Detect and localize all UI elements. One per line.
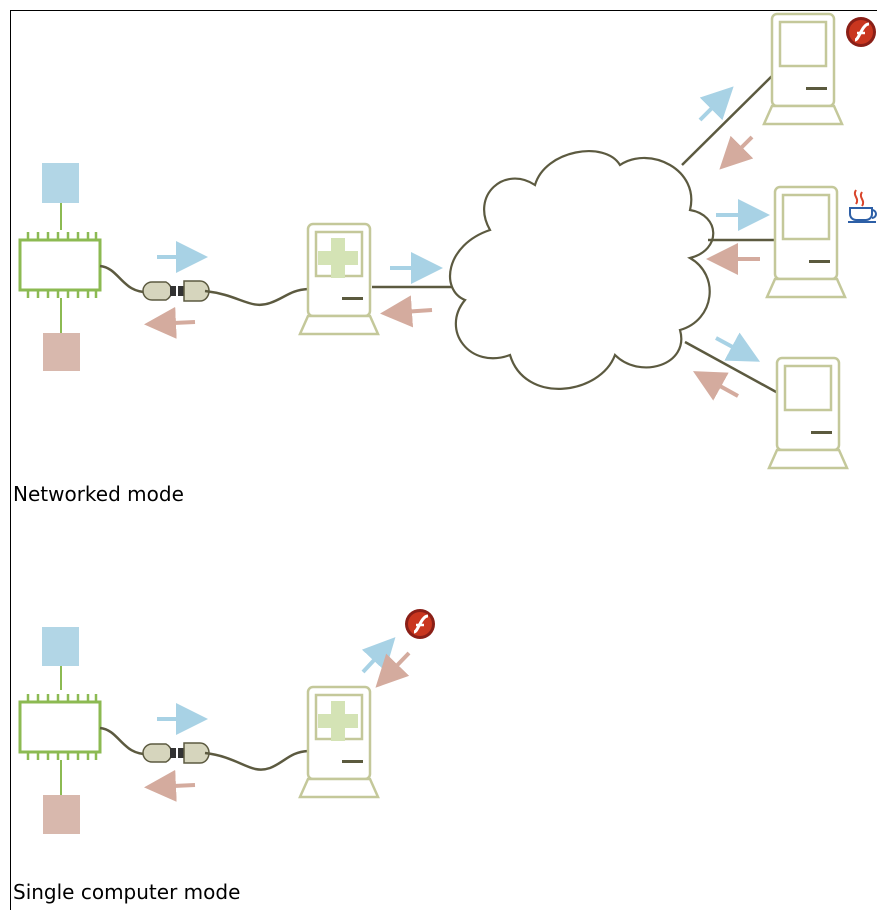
link-remote-3	[684, 340, 779, 395]
remote-computer-3	[767, 356, 849, 470]
upstream-square	[42, 163, 79, 203]
downstream-square-single	[43, 795, 80, 834]
remote3-in-arrow	[692, 371, 739, 401]
downstream-square	[43, 333, 80, 371]
networked-mode-diagram	[18, 12, 877, 470]
internet-cloud	[449, 150, 715, 390]
flash-icon-single	[403, 607, 437, 641]
networked-mode-caption: Networked mode	[13, 482, 184, 506]
flash-icon	[844, 15, 877, 49]
remote1-in-arrow	[719, 135, 754, 170]
circuit-board	[18, 230, 102, 300]
java-icon	[848, 189, 877, 223]
circuit-board-single	[18, 692, 102, 762]
remote-computer-2	[765, 185, 847, 299]
host-in-arrow	[380, 295, 433, 328]
usb-plug-single	[142, 742, 210, 764]
host-computer	[298, 222, 380, 336]
single-mode-diagram	[18, 607, 437, 834]
usb-plug	[142, 280, 210, 302]
single-in-arrow	[375, 651, 411, 688]
data-in-arrow-single	[144, 769, 196, 802]
upstream-square-single	[42, 627, 79, 666]
remote1-out-arrow	[698, 86, 734, 122]
usb-cable-left	[99, 264, 151, 294]
remote-computer-1	[762, 12, 844, 126]
single-out-arrow	[361, 637, 396, 674]
diagram-frame	[10, 10, 877, 910]
data-in-arrow	[144, 306, 196, 339]
usb-cable-left-single	[99, 726, 151, 756]
remote3-out-arrow	[715, 332, 761, 362]
single-mode-caption: Single computer mode	[13, 880, 241, 904]
single-computer	[298, 685, 380, 799]
usb-cable-right	[204, 287, 309, 307]
link-remote-1	[681, 72, 776, 166]
usb-cable-right-single	[204, 749, 309, 771]
